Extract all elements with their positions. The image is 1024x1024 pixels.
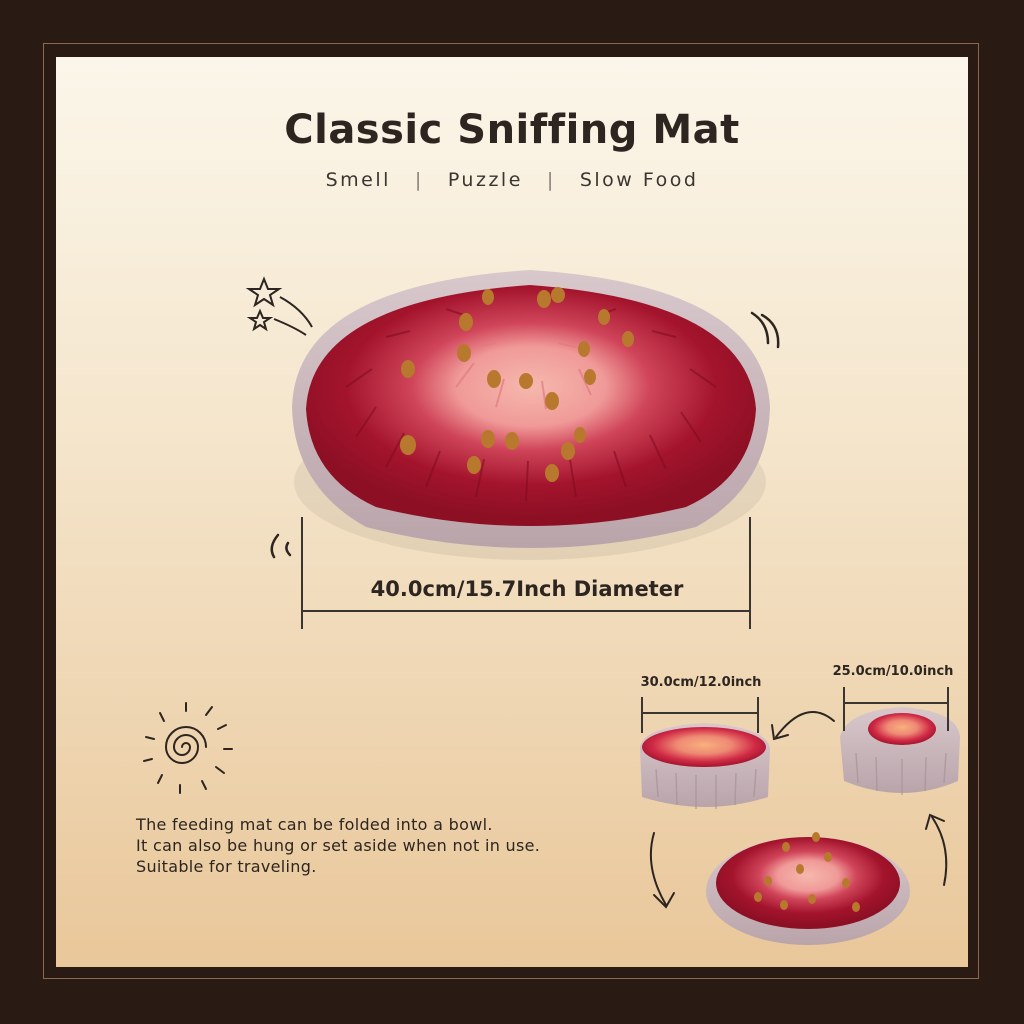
diameter-dimension-line [301, 517, 751, 629]
feature-tags: Smell | Puzzle | Slow Food [56, 169, 968, 191]
tag-separator: | [546, 169, 556, 191]
description-line: It can also be hung or set aside when no… [136, 836, 541, 855]
small-flat-mat [706, 832, 910, 945]
tag-puzzle: Puzzle [447, 169, 523, 191]
frame-border [43, 43, 979, 979]
sound-wave-doodle-icon [750, 311, 780, 349]
description-line: Suitable for traveling. [136, 857, 317, 876]
tag-smell: Smell [325, 169, 391, 191]
description: The feeding mat can be folded into a bow… [136, 814, 616, 877]
small-dimension-line [843, 687, 949, 731]
medium-diameter-label: 30.0cm/12.0inch [640, 675, 762, 690]
large-diameter-label: 40.0cm/15.7Inch Diameter [370, 577, 684, 601]
kibble-pieces [400, 287, 634, 482]
description-line: The feeding mat can be folded into a bow… [136, 815, 493, 834]
tag-separator: | [414, 169, 424, 191]
medium-dimension-line [641, 697, 759, 733]
small-bowl [840, 707, 960, 795]
large-sniffing-mat [292, 270, 770, 560]
tag-slow-food: Slow Food [579, 169, 699, 191]
curved-arrow-icon [649, 711, 948, 909]
small-diameter-label: 25.0cm/10.0inch [832, 664, 954, 679]
product-panel: Classic Sniffing Mat Smell | Puzzle | Slow F… [56, 57, 968, 967]
page-title: Classic Sniffing Mat [284, 107, 740, 153]
swirl-sun-doodle-icon [143, 702, 233, 794]
illustration [143, 270, 960, 945]
medium-bowl [640, 723, 770, 809]
stars-doodle-icon [245, 276, 313, 336]
sound-wave-doodle-icon-left [270, 533, 292, 559]
